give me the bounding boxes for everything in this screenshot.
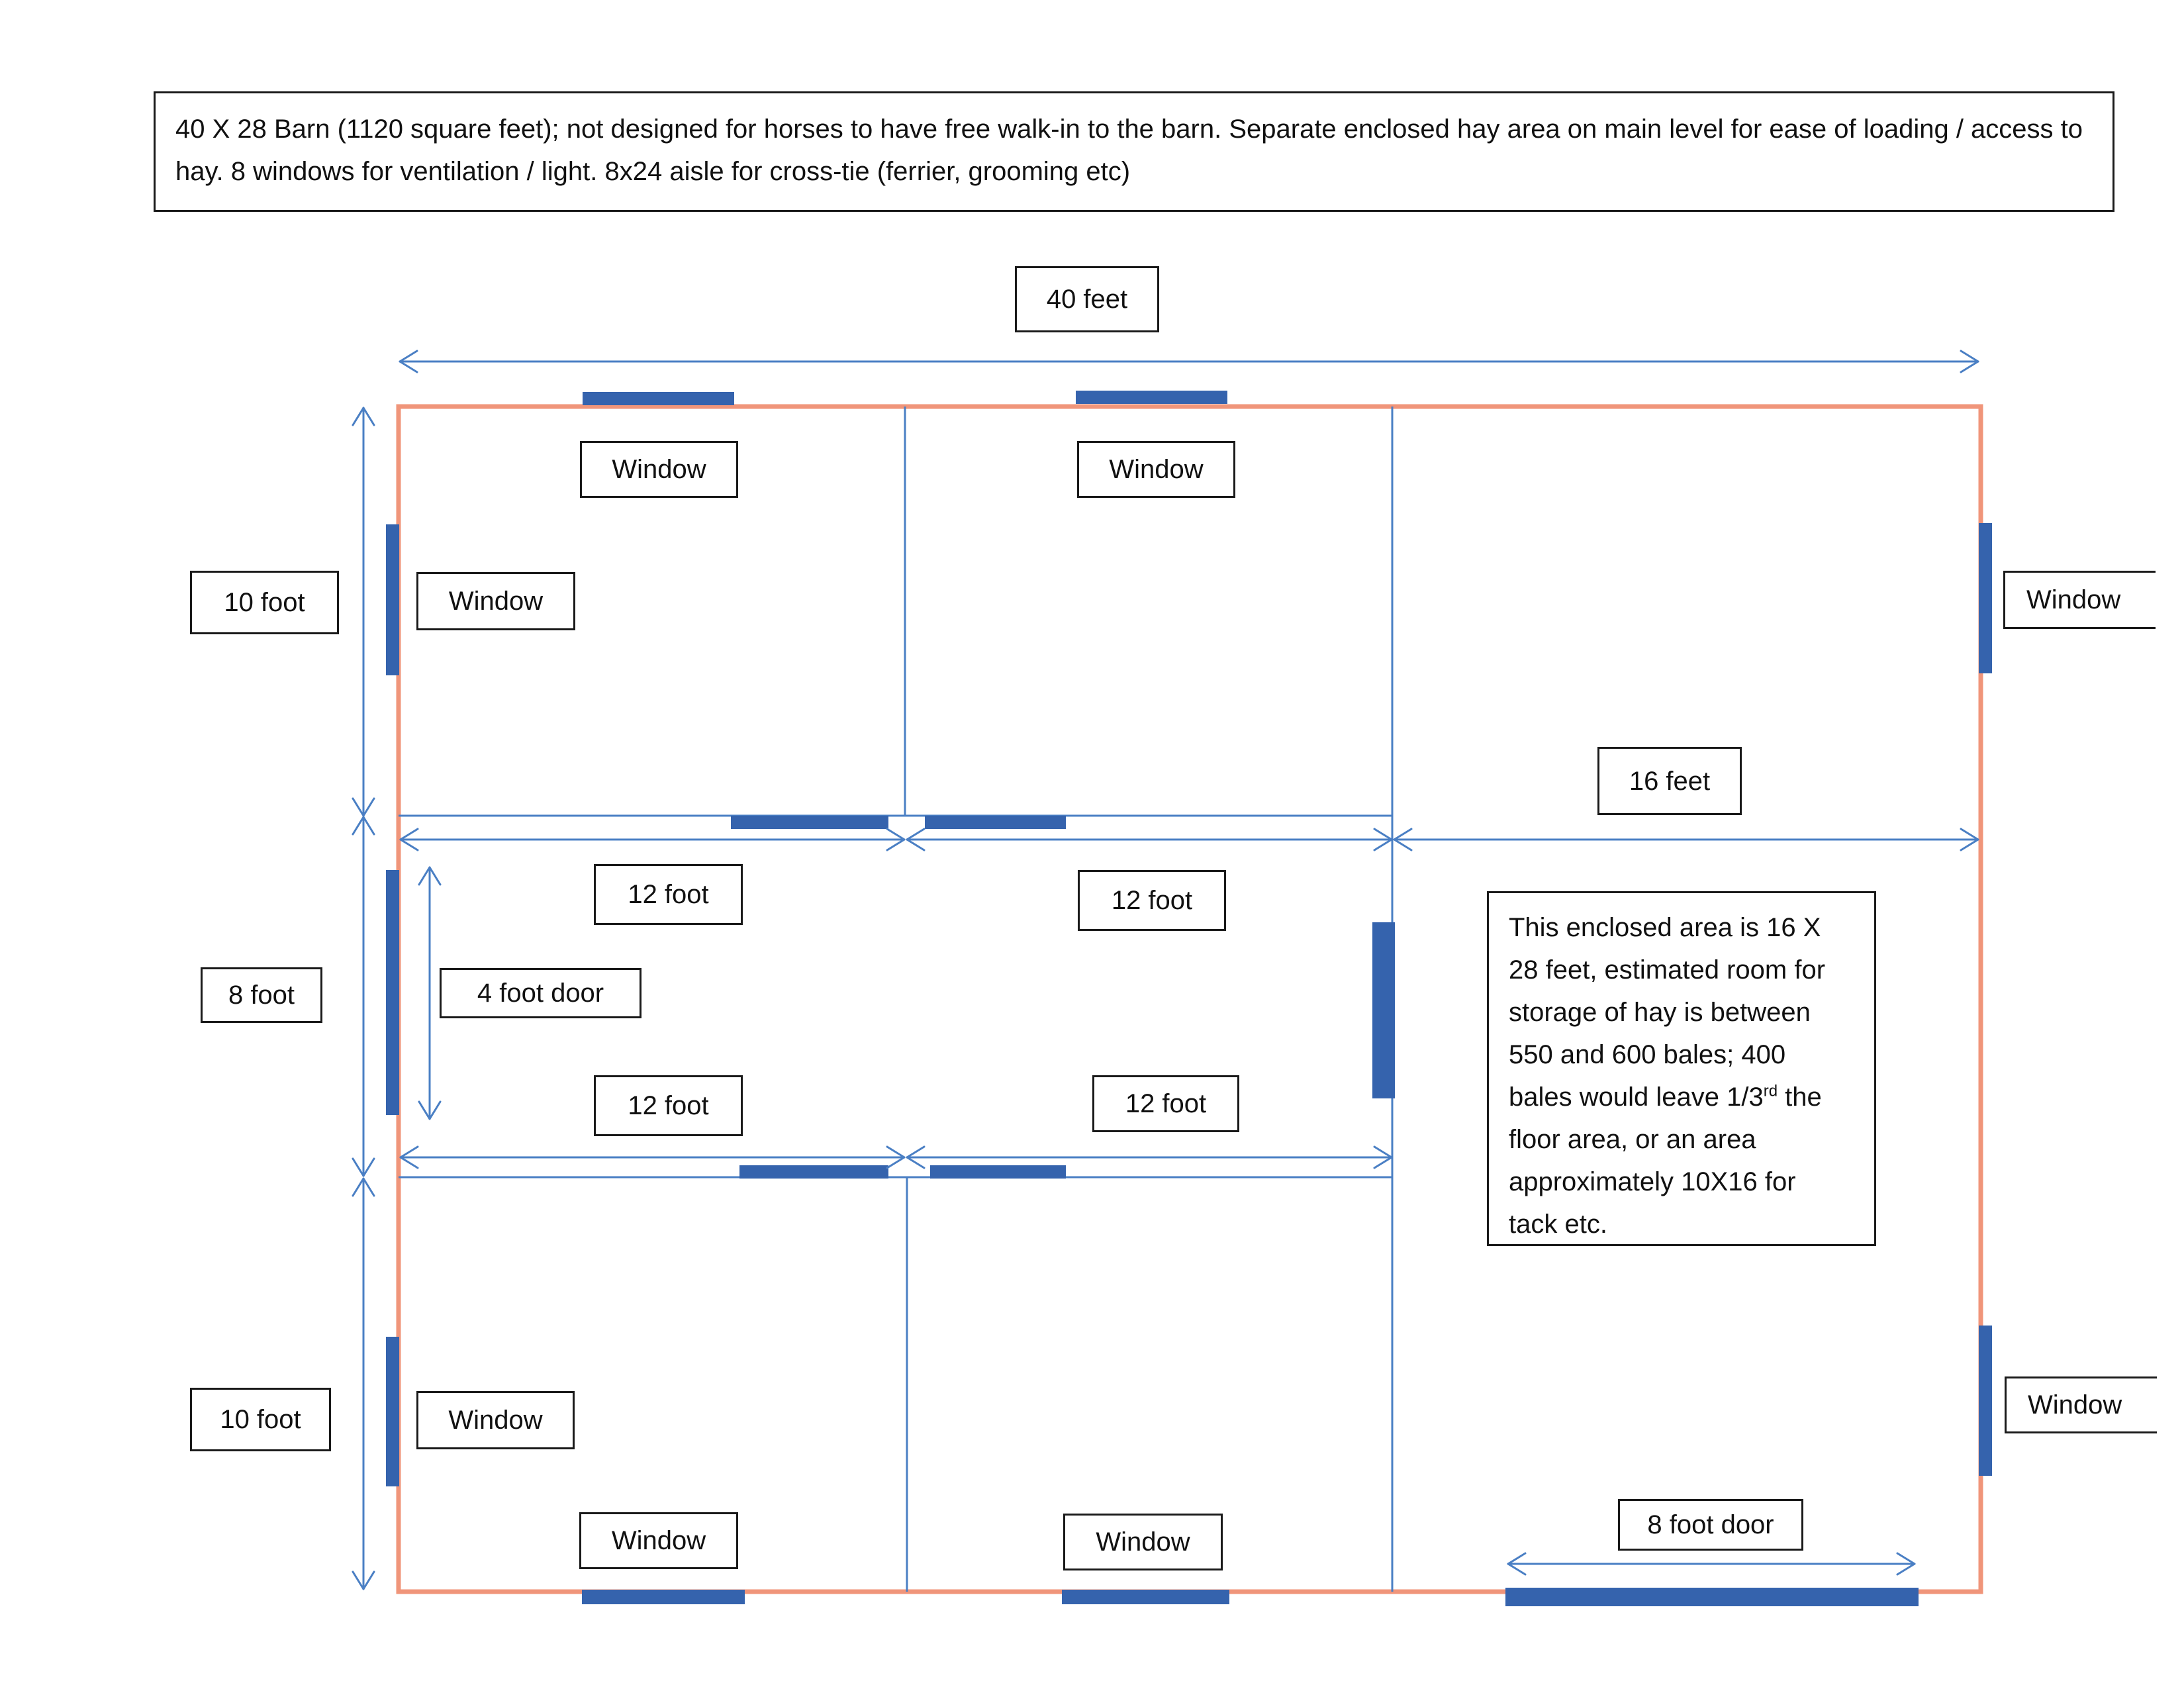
- label-window-bottom-left: Window: [579, 1512, 738, 1569]
- note-line-tail: the: [1778, 1083, 1822, 1112]
- label-12-foot-bottom-right: 12 foot: [1092, 1075, 1239, 1132]
- arrow-12-foot-top-left: [399, 828, 906, 851]
- hay-area-note: This enclosed area is 16 X 28 feet, esti…: [1487, 891, 1876, 1246]
- note-line: 550 and 600 bales; 400: [1509, 1040, 1786, 1069]
- note-line: storage of hay is between: [1509, 998, 1811, 1027]
- note-line-text: bales would leave 1/3: [1509, 1083, 1764, 1112]
- window-opening-right-top: [1979, 523, 1992, 673]
- window-opening-top-middle: [1076, 391, 1227, 404]
- dimension-arrows: [352, 350, 1979, 1590]
- stall-door-top-left: [731, 816, 888, 829]
- arrow-left-8-foot: [352, 816, 375, 1177]
- label-window-right-bottom: Window: [2005, 1376, 2157, 1433]
- window-opening-left-top: [386, 524, 399, 675]
- arrow-16-feet: [1393, 828, 1979, 851]
- arrow-4-foot-door: [418, 866, 442, 1120]
- label-window-top-middle: Window: [1077, 441, 1235, 498]
- label-12-foot-top-right: 12 foot: [1078, 870, 1226, 931]
- label-window-top-left: Window: [580, 441, 738, 498]
- label-window-left-bottom: Window: [416, 1391, 575, 1449]
- label-10-foot-bottom: 10 foot: [190, 1388, 331, 1451]
- note-line: approximately 10X16 for: [1509, 1167, 1796, 1196]
- aisle-door-left: [386, 870, 399, 1115]
- note-line: This enclosed area is 16 X: [1509, 913, 1821, 942]
- stall-door-bottom-right: [930, 1165, 1066, 1179]
- arrow-8-foot-door: [1507, 1552, 1916, 1576]
- label-12-foot-top-left: 12 foot: [594, 864, 743, 925]
- label-40-feet: 40 feet: [1015, 266, 1159, 332]
- label-window-bottom-middle: Window: [1063, 1514, 1223, 1570]
- note-line-fraction: bales would leave 1/3rd the: [1509, 1076, 1854, 1118]
- arrow-12-foot-bottom-right: [906, 1145, 1393, 1169]
- label-16-feet: 16 feet: [1597, 747, 1742, 815]
- label-window-right-top: Window: [2003, 571, 2156, 629]
- arrow-12-foot-bottom-left: [399, 1145, 906, 1169]
- label-10-foot-top: 10 foot: [190, 571, 339, 634]
- note-line: tack etc.: [1509, 1210, 1607, 1239]
- ordinal-suffix: rd: [1763, 1082, 1778, 1100]
- window-opening-right-bottom: [1979, 1326, 1992, 1476]
- label-8-foot: 8 foot: [201, 967, 322, 1023]
- window-opening-bottom-middle: [1062, 1590, 1229, 1604]
- stall-door-top-right: [925, 816, 1066, 829]
- window-opening-left-bottom: [386, 1337, 399, 1486]
- arrow-left-10-foot-top: [352, 407, 375, 817]
- hay-room-door: [1372, 922, 1395, 1098]
- note-line: floor area, or an area: [1509, 1125, 1756, 1154]
- window-opening-top-left: [583, 392, 734, 405]
- label-window-left-top: Window: [416, 572, 575, 630]
- arrow-left-10-foot-bottom: [352, 1177, 375, 1590]
- large-door-opening: [1505, 1588, 1919, 1606]
- stall-door-bottom-left: [739, 1165, 888, 1179]
- arrow-12-foot-top-right: [906, 828, 1393, 851]
- openings: [386, 391, 1992, 1606]
- note-line: 28 feet, estimated room for: [1509, 955, 1826, 985]
- window-opening-bottom-left: [582, 1590, 745, 1604]
- barn-description: 40 X 28 Barn (1120 square feet); not des…: [154, 91, 2114, 212]
- label-4-foot-door: 4 foot door: [440, 968, 641, 1018]
- interior-walls: [399, 407, 1394, 1592]
- label-8-foot-door: 8 foot door: [1618, 1499, 1803, 1551]
- arrow-40-feet: [399, 350, 1979, 373]
- label-12-foot-bottom-left: 12 foot: [594, 1075, 743, 1136]
